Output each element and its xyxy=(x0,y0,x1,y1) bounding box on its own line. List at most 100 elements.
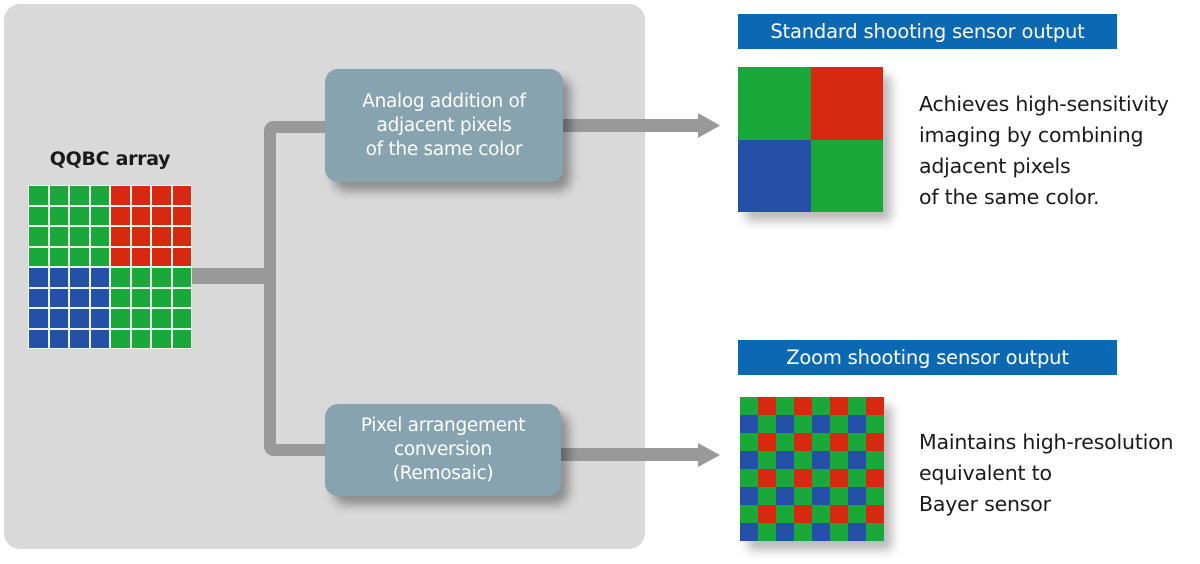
zoom-output-pixel-green xyxy=(830,487,848,505)
zoom-output-pixel-red xyxy=(830,397,848,415)
zoom-output-pixel-blue xyxy=(776,523,794,541)
qqbc-pixel-red xyxy=(111,206,130,225)
zoom-output-pixel-blue xyxy=(740,487,758,505)
remosaic-line-2: conversion xyxy=(394,439,492,460)
zoom-output-pixel-green xyxy=(812,469,830,487)
qqbc-pixel-green xyxy=(29,206,48,225)
qqbc-pixel-red xyxy=(111,186,130,205)
connector-input-feed xyxy=(192,268,272,284)
zoom-output-pixel-green xyxy=(830,415,848,433)
zoom-output-pixel-green xyxy=(866,523,884,541)
zoom-desc-line-2: equivalent to xyxy=(919,461,1052,485)
zoom-output-pixel-green xyxy=(812,505,830,523)
zoom-output-label: Zoom shooting sensor output xyxy=(738,340,1117,375)
qqbc-pixel-red xyxy=(172,247,191,266)
standard-output-pixel-red xyxy=(810,67,883,140)
analog-addition-line-1: Analog addition of xyxy=(362,90,526,112)
qqbc-pixel-blue xyxy=(90,329,109,348)
qqbc-pixel-blue xyxy=(70,288,89,307)
zoom-output-description: Maintains high-resolution equivalent to … xyxy=(919,427,1173,520)
zoom-output-pixel-red xyxy=(866,469,884,487)
zoom-output-pixel-blue xyxy=(848,487,866,505)
zoom-output-pixel-green xyxy=(830,523,848,541)
qqbc-pixel-blue xyxy=(90,309,109,328)
zoom-output-pixel-blue xyxy=(776,415,794,433)
qqbc-pixel-blue xyxy=(29,268,48,287)
zoom-desc-line-3: Bayer sensor xyxy=(919,492,1051,516)
zoom-output-pixel-green xyxy=(812,397,830,415)
zoom-output-pixel-red xyxy=(794,433,812,451)
zoom-output-pixel-green xyxy=(830,451,848,469)
zoom-output-pixel-green xyxy=(740,469,758,487)
zoom-output-pixel-blue xyxy=(812,451,830,469)
qqbc-pixel-blue xyxy=(70,309,89,328)
standard-output-pixel-green xyxy=(738,67,811,140)
qqbc-pixel-blue xyxy=(29,288,48,307)
analog-addition-line-2: adjacent pixels xyxy=(376,114,512,136)
zoom-output-pixel-green xyxy=(848,433,866,451)
qqbc-pixel-green xyxy=(29,227,48,246)
zoom-output-pixel-green xyxy=(794,487,812,505)
qqbc-pixel-green xyxy=(49,206,68,225)
zoom-output-pixel-green xyxy=(812,433,830,451)
qqbc-pixel-green xyxy=(131,309,150,328)
zoom-output-pixel-green xyxy=(758,523,776,541)
qqbc-pixel-red xyxy=(111,227,130,246)
zoom-output-pixel-green xyxy=(866,451,884,469)
zoom-output-pixel-red xyxy=(758,505,776,523)
qqbc-array-title: QQBC array xyxy=(49,148,171,170)
qqbc-pixel-green xyxy=(49,227,68,246)
qqbc-pixel-green xyxy=(152,268,171,287)
zoom-output-pixel-red xyxy=(866,433,884,451)
zoom-output-pixel-red xyxy=(866,397,884,415)
qqbc-pixel-green xyxy=(90,186,109,205)
zoom-output-pixel-blue xyxy=(776,487,794,505)
zoom-output-pixel-green xyxy=(758,487,776,505)
zoom-output-pixel-green xyxy=(776,397,794,415)
zoom-output-pixel-green xyxy=(794,415,812,433)
zoom-output-pixel-green xyxy=(794,523,812,541)
qqbc-pixel-blue xyxy=(29,329,48,348)
qqbc-pixel-green xyxy=(29,186,48,205)
zoom-output-pixel-green xyxy=(758,451,776,469)
zoom-output-pixel-red xyxy=(794,505,812,523)
analog-addition-line-3: of the same color xyxy=(365,138,523,160)
zoom-output-pixel-green xyxy=(776,469,794,487)
qqbc-pixel-green xyxy=(90,247,109,266)
qqbc-pixel-green xyxy=(131,288,150,307)
zoom-output-pixel-blue xyxy=(812,415,830,433)
qqbc-array-grid xyxy=(28,185,192,349)
qqbc-pixel-red xyxy=(131,186,150,205)
zoom-output-pixel-red xyxy=(830,433,848,451)
zoom-output-pixel-green xyxy=(758,415,776,433)
zoom-output-pixel-blue xyxy=(740,523,758,541)
qqbc-pixel-blue xyxy=(49,268,68,287)
zoom-output-pixel-red xyxy=(830,505,848,523)
zoom-output-pixel-red xyxy=(758,469,776,487)
qqbc-pixel-blue xyxy=(70,329,89,348)
zoom-output-pixel-green xyxy=(848,397,866,415)
zoom-output-pixel-blue xyxy=(740,415,758,433)
qqbc-pixel-green xyxy=(111,268,130,287)
qqbc-pixel-green xyxy=(70,186,89,205)
qqbc-pixel-blue xyxy=(70,268,89,287)
remosaic-line-3: (Remosaic) xyxy=(392,463,494,484)
zoom-output-pixel-green xyxy=(740,397,758,415)
qqbc-pixel-blue xyxy=(90,288,109,307)
connector-vertical-trunk xyxy=(264,121,276,456)
zoom-output-pixel-green xyxy=(794,451,812,469)
qqbc-pixel-blue xyxy=(49,309,68,328)
qqbc-pixel-green xyxy=(111,329,130,348)
zoom-output-pixel-red xyxy=(830,469,848,487)
connector-to-analog-addition xyxy=(264,121,334,133)
qqbc-pixel-green xyxy=(131,268,150,287)
qqbc-pixel-green xyxy=(70,247,89,266)
qqbc-pixel-green xyxy=(172,268,191,287)
arrow-to-standard-output xyxy=(560,113,720,138)
standard-output-label: Standard shooting sensor output xyxy=(738,14,1117,49)
qqbc-pixel-green xyxy=(49,186,68,205)
standard-output-pixel-blue xyxy=(738,139,811,212)
qqbc-pixel-red xyxy=(152,247,171,266)
qqbc-pixel-blue xyxy=(49,329,68,348)
